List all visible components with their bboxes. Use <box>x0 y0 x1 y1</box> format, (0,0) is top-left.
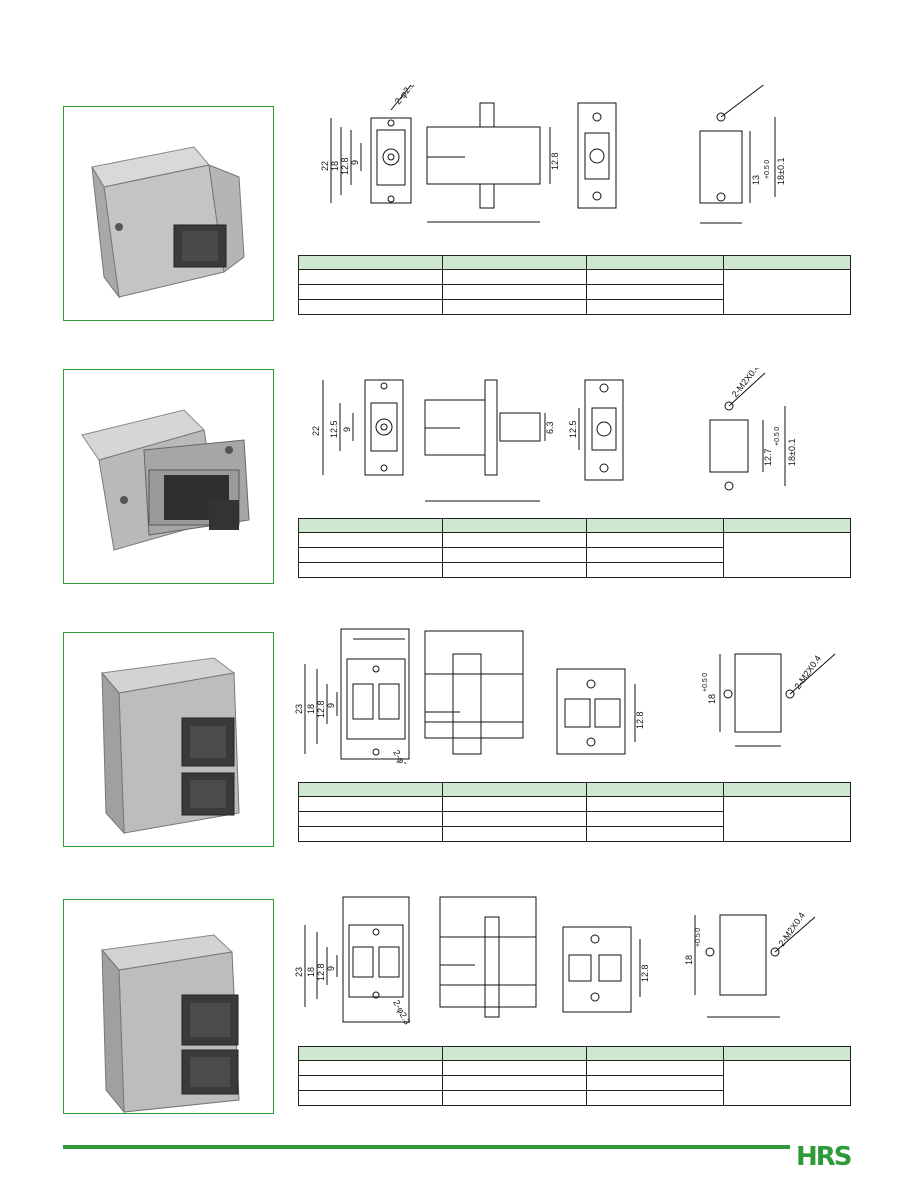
dim-ferrule: 9 <box>326 703 336 708</box>
technical-drawing: 23 18 12.8 9 2-φ2.3 12.8 18 +0.5 0 2-M2X… <box>295 614 855 764</box>
dim-side-height: 12.8 <box>550 152 560 170</box>
sc-adapter-duplex-flanged-image <box>101 934 240 1114</box>
dim-ferrule: 9 <box>342 427 352 432</box>
dim-overall-height: 23 <box>295 967 304 977</box>
table-header-row <box>298 255 851 270</box>
spec-table <box>298 255 851 315</box>
dim-cut-tolerance: +0.5 0 <box>702 673 709 692</box>
table-row <box>298 1075 851 1091</box>
dim-body-height: 12.8 <box>316 963 326 981</box>
table-row <box>298 562 851 578</box>
technical-drawing: 22 18 12.8 9 12.8 2-φ2.3 13 +0.5 0 18±0.… <box>320 85 786 235</box>
dim-front-height: 12.8 <box>635 711 645 729</box>
table-header-row <box>298 518 851 533</box>
product-section-2: 22 12.5 9 6.3 12.5 2-M2X0.4 12.7 +0.5 0 … <box>0 368 913 628</box>
dim-cut-tolerance: +0.5 0 <box>774 427 781 446</box>
table-header-row <box>298 782 851 797</box>
technical-drawing: 23 18 12.8 9 2-φ2.3 12.8 18 +0.5 0 2-M2X… <box>295 877 855 1026</box>
dim-holes-cut: 2-M2X0.4 <box>776 910 807 948</box>
dim-overall-height: 23 <box>295 704 304 714</box>
product-section-4: 23 18 12.8 9 2-φ2.3 12.8 18 +0.5 0 2-M2X… <box>0 897 913 1157</box>
dim-cut-height: 18 <box>684 955 694 965</box>
dim-flange-height: 18 <box>306 967 316 977</box>
table-row <box>298 269 851 315</box>
dim-front-height: 12.8 <box>640 964 650 982</box>
product-section-3: 23 18 12.8 9 2-φ2.3 12.8 18 +0.5 0 2-M2X… <box>0 632 913 892</box>
dim-body-height: 12.8 <box>340 157 350 175</box>
spec-table <box>298 782 851 842</box>
table-row <box>298 532 851 578</box>
product-section-1: 22 18 12.8 9 12.8 2-φ2.3 13 +0.5 0 18±0.… <box>0 85 913 365</box>
dim-flange-height: 18 <box>330 161 340 171</box>
table-row <box>298 811 851 827</box>
dim-overall-height: 22 <box>320 161 330 171</box>
dim-cut-height: 18 <box>707 694 717 704</box>
dim-pitch: 18±0.1 <box>787 439 797 466</box>
dim-cut-height: 13 <box>751 175 761 185</box>
spec-table <box>298 518 851 578</box>
table-row <box>298 299 851 315</box>
table-row <box>298 1060 851 1106</box>
sc-adapter-duplex-image <box>101 657 240 835</box>
technical-drawing: 22 12.5 9 6.3 12.5 2-M2X0.4 12.7 +0.5 0 … <box>311 368 797 518</box>
product-photo-frame <box>63 369 274 584</box>
spec-table <box>298 1046 851 1106</box>
sc-adapter-flanged-image <box>81 409 250 551</box>
dim-pitch: 18±0.1 <box>776 158 786 185</box>
table-row <box>298 547 851 563</box>
dim-cut-height: 12.7 <box>763 448 773 466</box>
table-row <box>298 796 851 842</box>
dim-holes: 2-M2X0.4 <box>730 368 762 399</box>
product-photo-frame <box>63 632 274 847</box>
sc-adapter-simplex-image <box>91 146 245 299</box>
dim-overall-height: 22 <box>311 426 321 436</box>
dim-holes: 2-φ2.3 <box>393 85 417 106</box>
dim-front-height: 12.5 <box>568 420 578 438</box>
hrs-logo: HRS <box>796 1142 853 1172</box>
dim-cut-tolerance: +0.5 0 <box>764 160 771 179</box>
dim-flange-height: 18 <box>306 704 316 714</box>
product-photo-frame <box>63 106 274 321</box>
footer-rule <box>63 1145 790 1149</box>
dim-side-depth: 6.3 <box>545 421 555 434</box>
dim-ferrule: 9 <box>326 966 336 971</box>
table-row <box>298 1090 851 1106</box>
table-header-row <box>298 1046 851 1061</box>
dim-body-height: 12.8 <box>316 700 326 718</box>
table-row <box>298 826 851 842</box>
product-photo-frame <box>63 899 274 1114</box>
dim-body-height: 12.5 <box>329 420 339 438</box>
dim-holes-cut: 2-M2X0.4 <box>792 653 823 691</box>
dim-cut-tolerance: +0.5 0 <box>695 928 702 947</box>
dim-ferrule: 9 <box>350 160 360 165</box>
